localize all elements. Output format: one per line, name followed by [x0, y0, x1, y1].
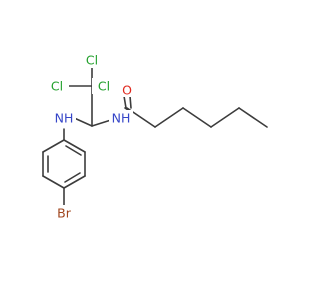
svg-text:NH: NH [112, 111, 131, 126]
svg-text:Br: Br [57, 206, 72, 221]
ring-bond-1 [63, 139, 86, 153]
bond-chain-3 [182, 107, 212, 128]
bond-chain-2 [154, 107, 184, 128]
chlorine-atom-left: Cl [45, 78, 69, 94]
svg-text:Cl: Cl [51, 79, 63, 94]
amine-nh-left: NH [52, 110, 76, 126]
chlorine-atom-top: Cl [80, 52, 104, 68]
ring-bond-3 [63, 175, 86, 189]
molecule-structure: Cl Cl Cl NH NH O Br [42, 52, 268, 221]
ring-bond-6 [42, 139, 65, 153]
amide-nh-right: NH [109, 110, 133, 126]
chlorine-atom-right: Cl [92, 78, 116, 94]
atom-labels: Cl Cl Cl NH NH O Br [45, 52, 134, 221]
bonds [42, 67, 268, 207]
svg-text:Cl: Cl [98, 79, 110, 94]
carbonyl-oxygen: O [120, 83, 134, 98]
bromine-atom: Br [52, 205, 76, 221]
bond-chain-4 [210, 107, 240, 128]
svg-text:Cl: Cl [86, 53, 98, 68]
bond-carbonyl-o-2 [129, 95, 132, 109]
svg-text:NH: NH [55, 111, 74, 126]
ring-double-1 [65, 145, 82, 156]
ring-double-2 [64, 172, 81, 183]
ring-bond-4 [42, 175, 65, 189]
svg-text:O: O [122, 83, 132, 98]
bond-carbonyl-o-1 [123, 95, 127, 109]
bond-ch-nh-right [91, 119, 112, 127]
bond-chain-5 [238, 107, 268, 128]
